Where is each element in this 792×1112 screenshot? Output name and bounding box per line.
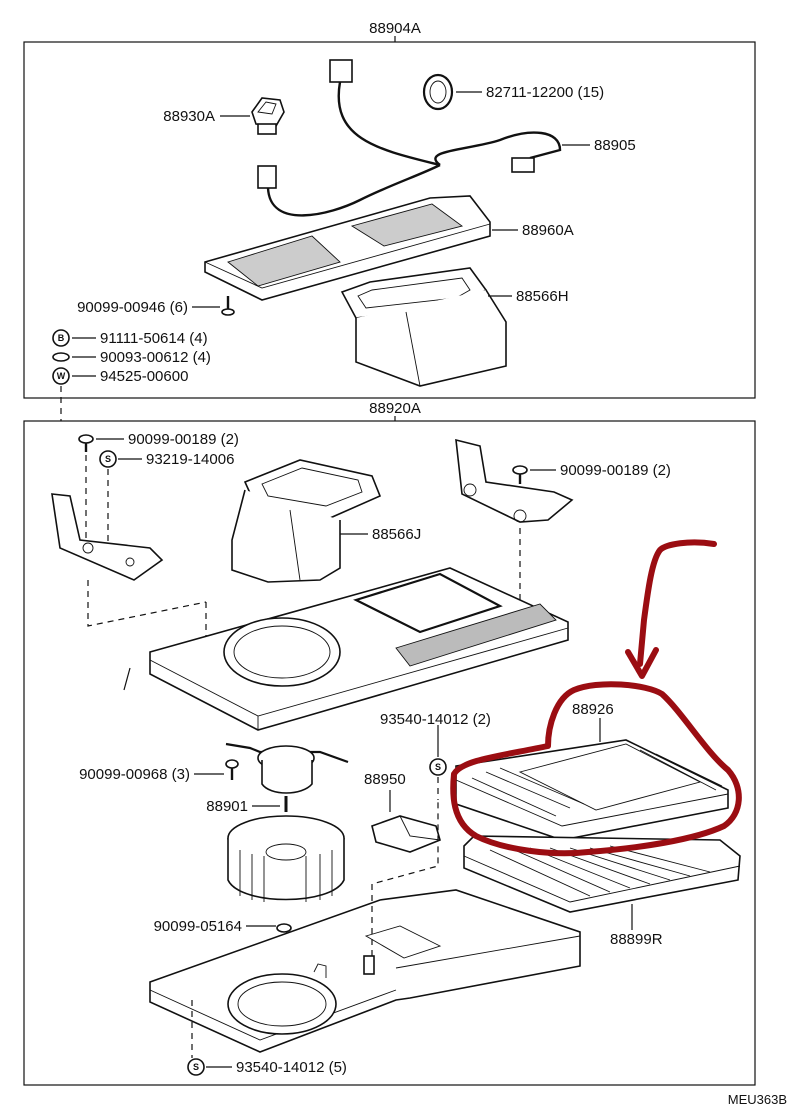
wire-harness-88905 — [257, 59, 562, 217]
label-91111: 91111-50614 (4) — [100, 330, 208, 347]
clamp-82711 — [422, 73, 454, 111]
blower-motor-88901 — [225, 742, 349, 812]
screw-90099-00946 — [221, 296, 235, 316]
label-88566H: 88566H — [516, 288, 569, 305]
lower-group-label: 88920A — [369, 400, 421, 417]
drawing-code: MEU363B — [728, 1092, 787, 1107]
clip-90099-05164 — [276, 923, 292, 933]
s-symbol-93540-5-letter: S — [193, 1062, 199, 1072]
blower-case — [123, 567, 569, 731]
bolt-symbol — [52, 329, 70, 347]
resistor-88950 — [371, 815, 441, 853]
label-88566J: 88566J — [372, 526, 421, 543]
screw-90099-00189-right — [512, 465, 528, 484]
w-symbol — [52, 367, 70, 385]
lower-case — [149, 889, 581, 1053]
washer-symbol — [52, 352, 70, 362]
duct-88566J — [231, 459, 382, 583]
label-93219: 93219-14006 — [146, 451, 234, 468]
label-90099-05164: 90099-05164 — [154, 918, 242, 935]
s-symbol-93540-2-letter: S — [435, 762, 441, 772]
highlight-arrow-head — [625, 647, 659, 679]
label-88950: 88950 — [364, 771, 406, 788]
label-90099-00189-left: 90099-00189 (2) — [128, 431, 239, 448]
highlight-arrow-line — [637, 539, 717, 667]
prefilter-88899R — [463, 835, 741, 913]
label-88901: 88901 — [206, 798, 248, 815]
label-88905: 88905 — [594, 137, 636, 154]
right-bracket — [455, 438, 574, 523]
label-94525: 94525-00600 — [100, 368, 188, 385]
screw-90099-00968 — [225, 759, 239, 780]
label-88960A: 88960A — [522, 222, 574, 239]
w-symbol-letter: W — [57, 371, 66, 381]
label-88926: 88926 — [572, 701, 614, 718]
highlight-loop — [450, 681, 742, 857]
upper-assembly-frame — [23, 41, 756, 399]
label-90099-00189-right: 90099-00189 (2) — [560, 462, 671, 479]
label-88930A: 88930A — [163, 108, 215, 125]
duct-88566H — [340, 267, 507, 387]
label-88899R: 88899R — [610, 931, 663, 948]
screw-90099-00189-left — [78, 434, 94, 452]
s-symbol-93540-2 — [429, 758, 447, 776]
s-symbol-93540-5 — [187, 1058, 205, 1076]
blower-fan — [227, 815, 345, 902]
label-90093: 90093-00612 (4) — [100, 349, 211, 366]
s-symbol-93219 — [99, 450, 117, 468]
label-82711: 82711-12200 (15) — [486, 84, 604, 101]
label-93540-5: 93540-14012 (5) — [236, 1059, 347, 1076]
highlight-annotation — [450, 539, 742, 857]
label-93540-2: 93540-14012 (2) — [380, 711, 491, 728]
label-90099-00968: 90099-00968 (3) — [79, 766, 190, 783]
label-90099-00946: 90099-00946 (6) — [77, 299, 188, 316]
upper-group-label: 88904A — [369, 20, 421, 37]
lower-assembly-frame — [23, 420, 756, 1086]
bolt-symbol-letter: B — [58, 333, 65, 343]
switch-88930A — [251, 97, 285, 135]
left-bracket — [51, 493, 164, 581]
grille-panel-88960A — [204, 195, 491, 301]
s-symbol-93219-letter: S — [105, 454, 111, 464]
